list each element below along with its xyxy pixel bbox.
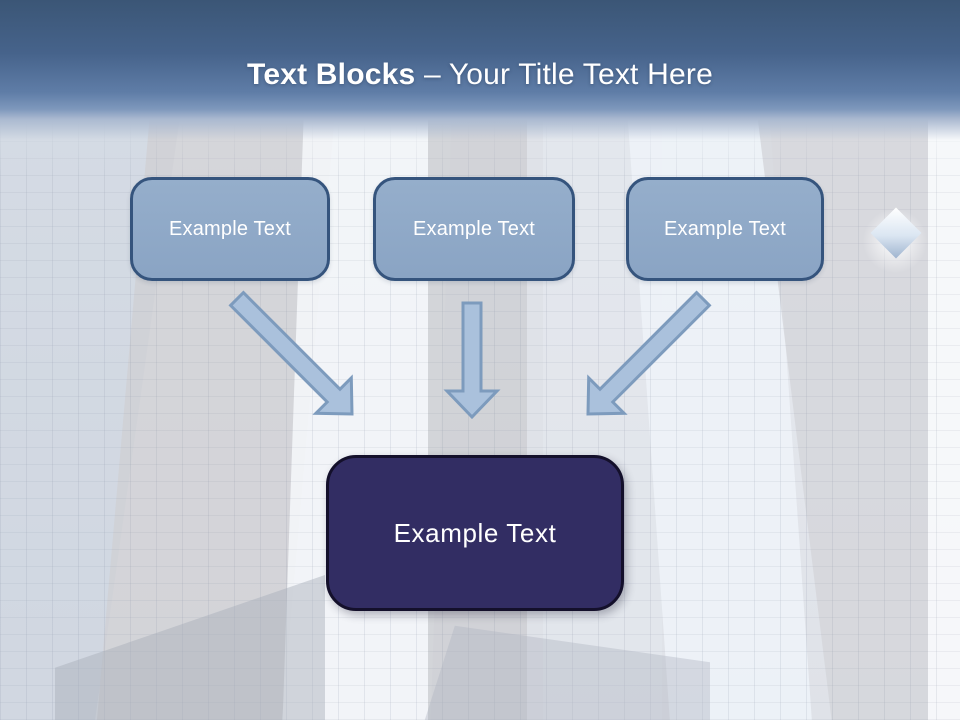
text-block-3: Example Text [626,177,824,281]
text-block-2: Example Text [373,177,575,281]
text-block-1-label: Example Text [168,217,292,240]
text-block-1: Example Text [130,177,330,281]
header-band: Text Blocks – Your Title Text Here [0,0,960,140]
text-block-3-label: Example Text [663,217,787,240]
slide-title-bold: Text Blocks [247,58,416,91]
slide-title-regular: – Your Title Text Here [423,58,713,91]
result-block: Example Text [326,455,624,611]
result-block-label: Example Text [393,517,557,548]
text-block-2-label: Example Text [412,217,536,240]
slide-title: Text Blocks – Your Title Text Here [0,56,960,94]
